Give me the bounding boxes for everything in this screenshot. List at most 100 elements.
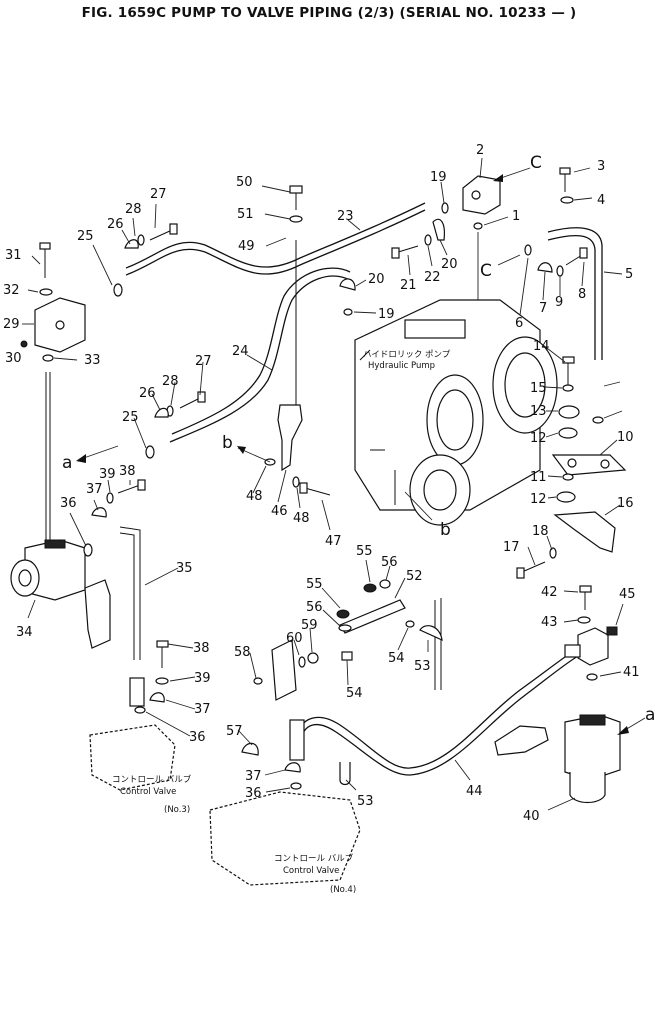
washer-56-b [338,624,352,632]
callout-37-lower: 37 [245,769,262,784]
pipe-35 [119,526,141,660]
bolt-21 [391,245,419,259]
oring-58 [253,677,263,685]
callout-20: 20 [368,272,385,287]
pipe-24 [169,275,351,443]
oring-32 [39,288,53,296]
washer-39-lower [155,677,169,685]
oring-11 [562,473,574,481]
caption-pump-jp: ハイドロリック ポンプ [363,350,451,360]
callout-40: 40 [523,809,540,824]
clamp-53-lower [339,762,351,786]
callout-6-top: 6 [515,316,523,331]
oring-25-upper [113,283,123,297]
callout-60: 60 [286,631,303,646]
plate-10 [551,454,627,476]
washer-12-b [556,491,576,503]
filter-34 [10,539,86,601]
ref-b-right: b [440,520,451,540]
callout-42: 42 [541,585,558,600]
callout-12-b: 12 [530,492,547,507]
callout-51: 51 [237,207,254,222]
callout-27-lower: 27 [195,354,212,369]
clamp-37-mid [149,692,165,703]
arrow-b-right [404,491,433,521]
callout-47: 47 [325,534,342,549]
control-valve-no3 [89,677,176,791]
arrowhead-a-left [76,454,86,463]
callout-38-upper: 38 [119,464,136,479]
callout-33: 33 [84,353,101,368]
pipe-24-inner [171,267,351,435]
callout-39-lower: 39 [194,671,211,686]
callout-37-upper: 37 [86,482,103,497]
caption-cv4-jp: コントロール バルブ [274,853,354,864]
callout-26-lower: 26 [139,386,156,401]
callout-34: 34 [16,625,33,640]
callout-12-a: 12 [530,431,547,446]
callout-9: 9 [555,295,563,310]
hydraulic-pump [354,299,558,526]
bolt-3 [559,167,571,192]
callout-18: 18 [532,524,549,539]
callout-44: 44 [466,784,483,799]
callout-35: 35 [176,561,193,576]
clamp-26-upper [124,239,139,249]
callout-49: 49 [238,239,255,254]
caption-pump-en: Hydraulic Pump [368,361,435,371]
pipe-44 [295,649,576,769]
callout-27-upper: 27 [150,187,167,202]
bolt-27-lower [179,391,206,409]
oring-36-mid [134,706,146,714]
oring-25-lower [145,445,155,459]
callout-23: 23 [337,209,354,224]
pipe-5 [547,227,603,360]
callout-28-upper: 28 [125,202,142,217]
clamp-53-upper-end [419,625,443,641]
callout-21: 21 [400,278,417,293]
bracket-58 [271,639,297,701]
callout-10: 10 [617,430,634,445]
arrowhead-a-right [617,726,629,735]
figure-title: FIG. 1659C PUMP TO VALVE PIPING (2/3) (S… [81,5,577,21]
plug-30 [20,340,28,348]
oring-41 [586,673,598,681]
ref-a-right: a [645,705,655,725]
callout-26-upper: 26 [107,217,124,232]
bolt-17 [516,561,546,579]
callout-36-mid: 36 [189,730,206,745]
bolt-27-upper [149,223,178,241]
callout-3: 3 [597,159,605,174]
washer-51 [289,215,303,223]
callout-7-top: 7 [539,301,547,316]
callout-8: 8 [578,287,586,302]
callout-53-lower: 53 [357,794,374,809]
callout-20-top: 20 [441,257,458,272]
callout-37-mid: 37 [194,702,211,717]
leader-lines [22,157,624,811]
callout-38-lower: 38 [193,641,210,656]
callout-55-upper: 55 [356,544,373,559]
callout-16: 16 [617,496,634,511]
oring-33 [42,354,54,362]
oring-19-top [441,202,449,214]
callout-19: 19 [378,307,395,322]
bolt-50 [289,185,303,210]
bolt-42 [579,585,592,610]
callout-55-lower: 55 [306,577,323,592]
block-29 [34,297,86,353]
callout-17: 17 [503,540,520,555]
callout-53-upper: 53 [414,659,431,674]
callout-39-upper: 39 [99,467,116,482]
callout-54-lower: 54 [346,686,363,701]
washer-28-upper [137,234,145,246]
callout-14: 14 [533,339,550,354]
callout-5: 5 [625,267,633,282]
clamp-20-top [432,218,445,241]
callout-29: 29 [3,317,20,332]
pipe-23 [125,209,426,276]
washer-13 [558,405,580,419]
caption-cv4-en: Control Valve [283,866,339,876]
filter-40 [564,714,621,804]
